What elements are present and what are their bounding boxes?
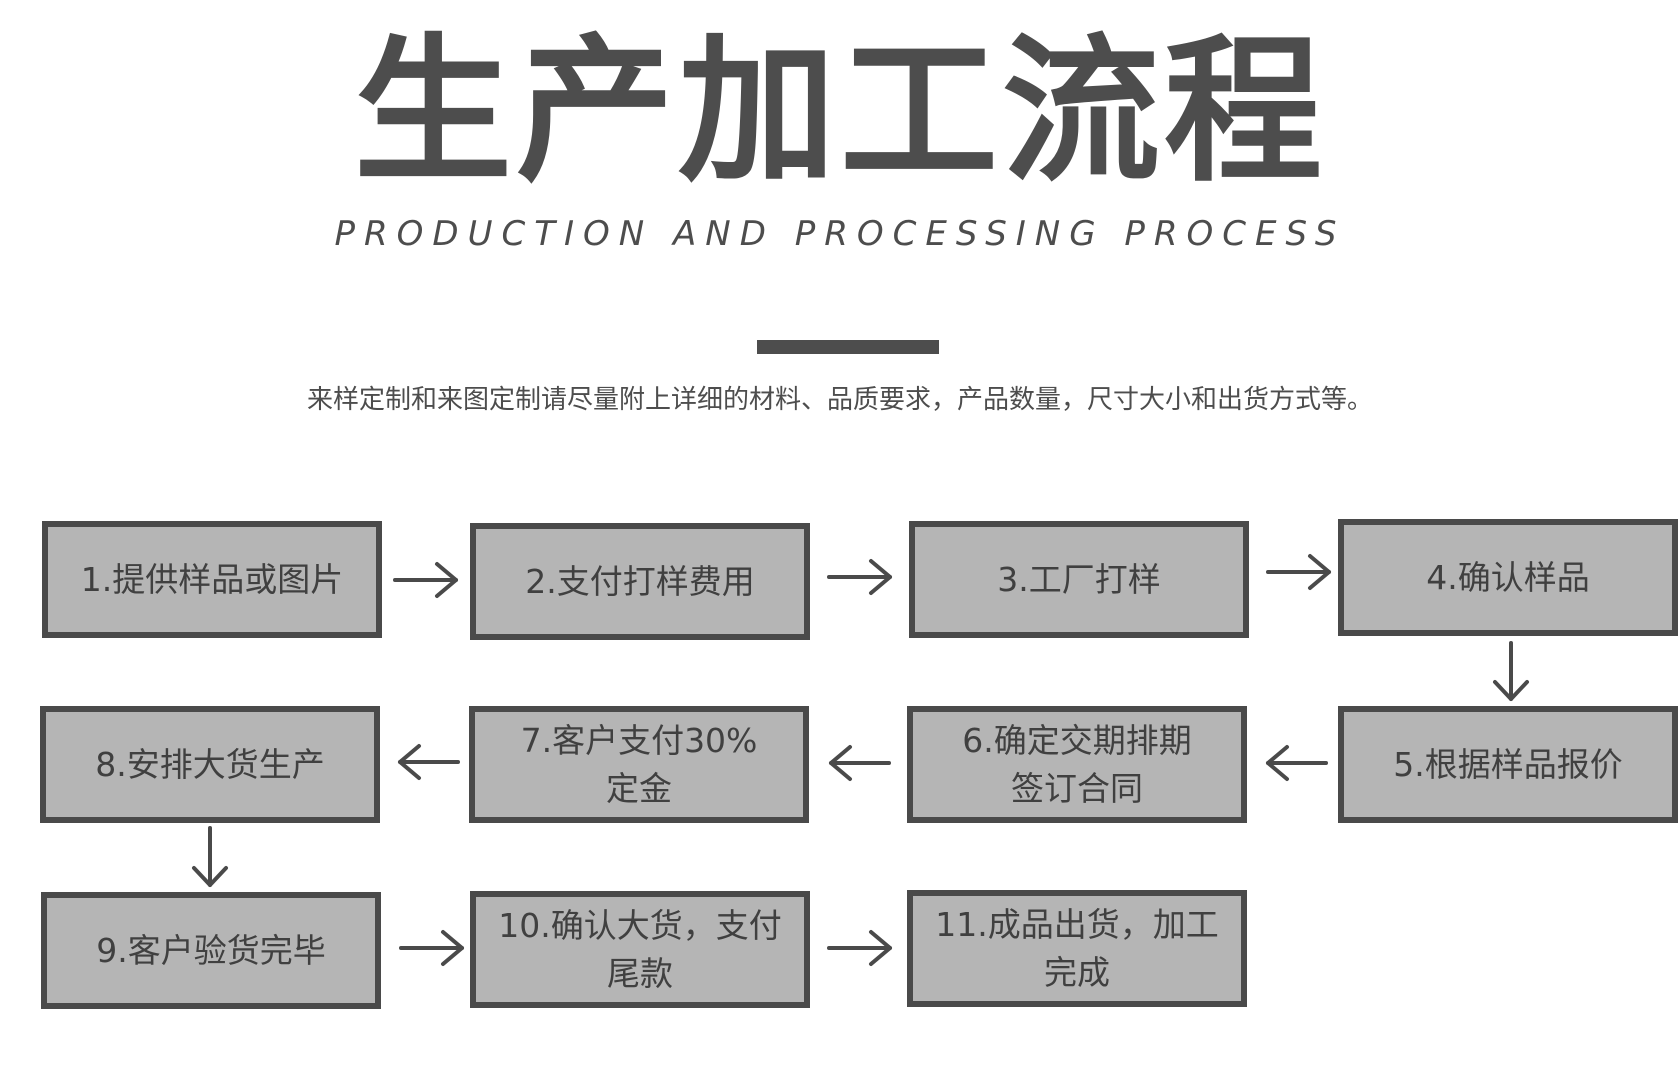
step-label-5: 5.根据样品报价 — [1393, 744, 1623, 784]
step-label-1: 1.提供样品或图片 — [80, 559, 344, 599]
step-box-10: 10.确认大货，支付 尾款 — [470, 891, 810, 1008]
page-description: 来样定制和来图定制请尽量附上详细的材料、品质要求，产品数量，尺寸大小和出货方式等… — [306, 385, 1373, 415]
step-box-3: 3.工厂打样 — [909, 521, 1249, 638]
title-divider — [757, 340, 939, 354]
step-box-6: 6.确定交期排期 签订合同 — [907, 706, 1247, 823]
arrow-left-icon — [829, 745, 891, 781]
step-box-11: 11.成品出货，加工 完成 — [907, 890, 1247, 1007]
step-label-6: 6.确定交期排期 签订合同 — [962, 720, 1192, 808]
step-label-2: 2.支付打样费用 — [525, 561, 755, 601]
step-box-4: 4.确认样品 — [1338, 519, 1678, 636]
arrow-right-icon — [827, 930, 892, 966]
step-label-11: 11.成品出货，加工 完成 — [935, 904, 1219, 992]
step-box-7: 7.客户支付30% 定金 — [469, 706, 809, 823]
page-subtitle: PRODUCTION AND PROCESSING PROCESS — [334, 214, 1346, 254]
step-label-3: 3.工厂打样 — [997, 559, 1161, 599]
step-label-9: 9.客户验货完毕 — [96, 930, 326, 970]
step-box-5: 5.根据样品报价 — [1338, 706, 1678, 823]
step-box-9: 9.客户验货完毕 — [41, 892, 381, 1009]
arrow-right-icon — [827, 559, 892, 595]
arrow-left-icon — [1266, 745, 1328, 781]
step-label-8: 8.安排大货生产 — [95, 744, 325, 784]
arrow-right-icon — [399, 930, 464, 966]
arrow-down-icon — [1493, 641, 1529, 701]
arrow-right-icon — [1266, 554, 1331, 590]
page-title: 生产加工流程 — [354, 20, 1326, 204]
arrow-left-icon — [398, 744, 460, 780]
step-box-2: 2.支付打样费用 — [470, 523, 810, 640]
step-box-8: 8.安排大货生产 — [40, 706, 380, 823]
step-box-1: 1.提供样品或图片 — [42, 521, 382, 638]
arrow-right-icon — [393, 562, 458, 598]
step-label-10: 10.确认大货，支付 尾款 — [498, 905, 782, 993]
arrow-down-icon — [192, 826, 228, 887]
step-label-7: 7.客户支付30% 定金 — [520, 720, 758, 808]
step-label-4: 4.确认样品 — [1426, 557, 1590, 597]
